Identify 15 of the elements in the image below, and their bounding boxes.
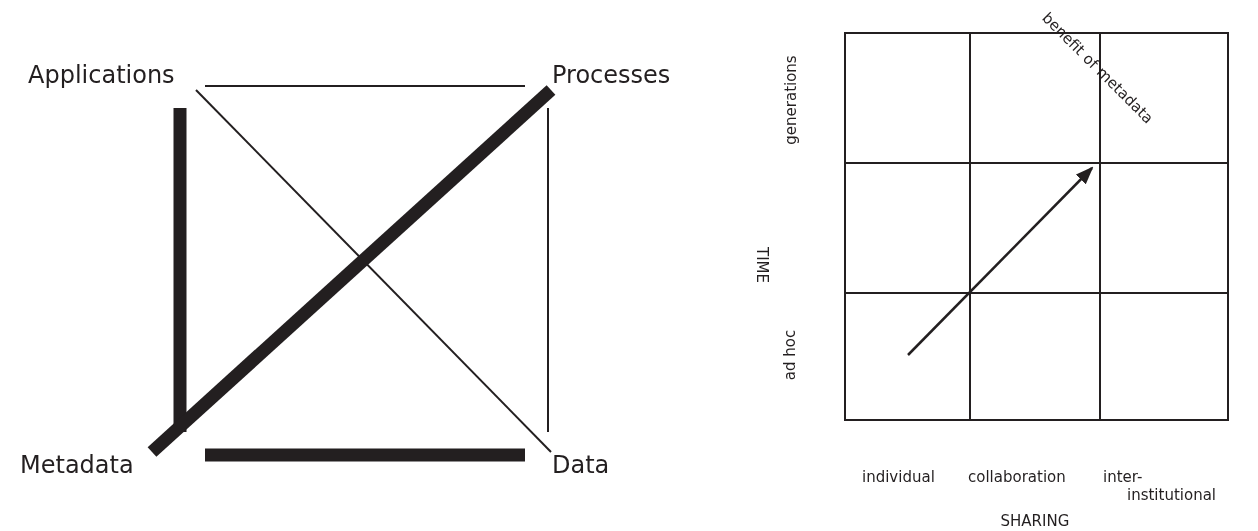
connector-line [205, 448, 525, 462]
axis-title: SHARING [1000, 512, 1070, 530]
tick-label: ad hoc [781, 329, 800, 381]
node-label: Processes [552, 61, 671, 89]
tick-label: individual [862, 468, 935, 486]
axis-title: TIME [753, 247, 771, 283]
node-label: Data [552, 451, 610, 479]
tick-label: collaboration [968, 468, 1066, 486]
connector-line [204, 85, 526, 87]
tick-label: inter- institutional [1103, 468, 1218, 504]
tick-label: generations [781, 55, 800, 145]
connector-line [547, 107, 549, 433]
node-label: Metadata [20, 451, 134, 479]
connector-line [173, 108, 187, 432]
node-label: Applications [28, 61, 175, 89]
